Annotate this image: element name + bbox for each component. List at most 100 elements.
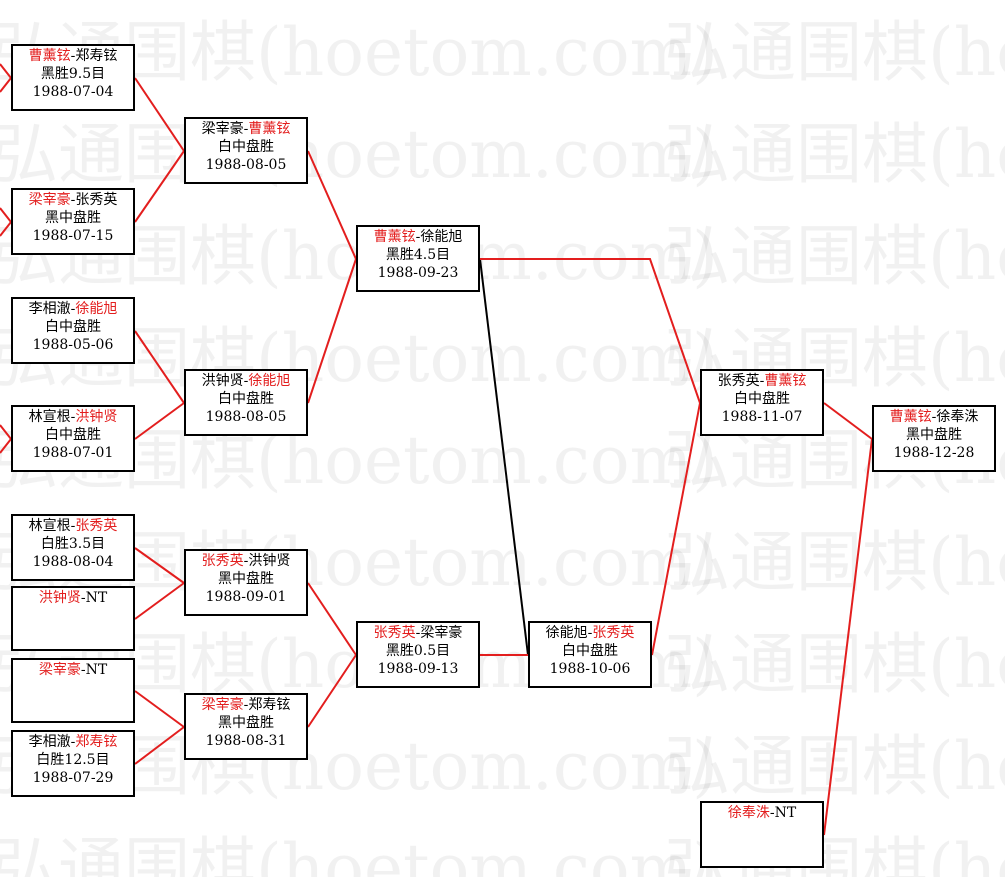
player-1: 林宣根 [28,518,71,534]
connector-r1m6-r2m3 [134,582,185,620]
player-2: 洪钟贤 [248,553,291,569]
player-1: 洪钟贤 [38,590,81,606]
match-box-r1m7: 梁宰豪-NT [11,658,135,723]
match-players: 洪钟贤-徐能旭 [201,373,291,389]
match-box-r5m2: 徐奉洙-NT [700,801,824,868]
player-2: NT [774,805,797,821]
match-date: 1988-09-23 [377,265,459,281]
match-players: 张秀英-梁宰豪 [373,625,463,641]
match-date [702,840,822,858]
player-1: 梁宰豪 [28,192,71,208]
match-result [13,607,133,625]
match-result: 白中盘胜 [734,391,790,407]
player-2: NT [85,662,108,678]
connector-r3m1-r4m1 [479,258,529,656]
player-1: 徐能旭 [545,625,588,641]
match-date [13,697,133,715]
match-players: 李相澈-郑寿铉 [28,734,118,750]
match-box-r1m3: 李相澈-徐能旭 白中盘胜 1988-05-06 [11,297,135,364]
match-date: 1988-07-01 [32,445,114,461]
match-players: 梁宰豪-曹薰铉 [201,121,291,137]
match-players: 梁宰豪-NT [38,662,108,678]
match-players: 曹薰铉-徐能旭 [373,229,463,245]
match-box-r1m6: 洪钟贤-NT [11,586,135,651]
player-1: 洪钟贤 [201,373,244,389]
match-date: 1988-07-29 [32,770,114,786]
match-box-r2m2: 洪钟贤-徐能旭 白中盘胜 1988-08-05 [184,369,308,436]
connector-edge-r1m2-2 [0,207,12,223]
match-box-r1m5: 林宣根-张秀英 白胜3.5目 1988-08-04 [11,514,135,581]
connector-edge-r1m4-4 [0,424,12,440]
match-result: 黑胜4.5目 [385,247,451,263]
connector-r1m1-r2m1 [134,77,185,152]
connector-r2m3-r3m2 [307,582,357,656]
match-date: 1988-09-13 [377,661,459,677]
player-2: 曹薰铉 [764,373,807,389]
match-box-r2m1: 梁宰豪-曹薰铉 白中盘胜 1988-08-05 [184,117,308,184]
player-2: 徐奉洙 [936,409,979,425]
match-result: 黑中盘胜 [218,715,274,731]
connector-edge-r1m4-5 [0,438,12,454]
match-date: 1988-10-06 [549,661,631,677]
player-2: 张秀英 [75,192,118,208]
match-result: 白中盘胜 [218,391,274,407]
match-result: 白中盘胜 [45,427,101,443]
connector-r1m2-r2m1 [134,150,185,223]
connector-r5m1-final [823,402,873,440]
match-result: 黑胜9.5目 [40,66,106,82]
match-players: 林宣根-洪钟贤 [28,409,118,425]
connector-r1m5-r2m3 [134,547,185,584]
match-players: 徐能旭-张秀英 [545,625,635,641]
player-1: 张秀英 [717,373,760,389]
player-2: 郑寿铉 [248,697,291,713]
player-1: 曹薰铉 [373,229,416,245]
match-result: 白胜12.5目 [36,752,110,768]
connector-r3m1-r5m1 [480,258,701,404]
connector-r2m1-r3m1 [307,150,357,260]
match-box-r1m4: 林宣根-洪钟贤 白中盘胜 1988-07-01 [11,405,135,472]
match-result: 黑中盘胜 [218,571,274,587]
match-date [13,625,133,643]
match-players: 曹薰铉-郑寿铉 [28,48,118,64]
match-date: 1988-08-04 [32,554,114,570]
player-2: 徐能旭 [420,229,463,245]
match-players: 梁宰豪-郑寿铉 [201,697,291,713]
connector-edge-r1m1-1 [0,77,12,93]
player-1: 梁宰豪 [38,662,81,678]
connector-r2m4-r3m2 [307,654,357,728]
match-box-r4m1: 徐能旭-张秀英 白中盘胜 1988-10-06 [528,621,652,688]
match-players: 梁宰豪-张秀英 [28,192,118,208]
match-players: 李相澈-徐能旭 [28,301,118,317]
match-date: 1988-08-05 [205,409,287,425]
match-box-r3m2: 张秀英-梁宰豪 黑胜0.5目 1988-09-13 [356,621,480,688]
match-box-r1m2: 梁宰豪-张秀英 黑中盘胜 1988-07-15 [11,188,135,255]
connector-r2m2-r3m1 [307,258,357,404]
player-1: 李相澈 [28,301,71,317]
player-2: 洪钟贤 [75,409,118,425]
match-result: 白中盘胜 [562,643,618,659]
match-players: 张秀英-洪钟贤 [201,553,291,569]
match-result [702,822,822,840]
match-box-r5m1: 张秀英-曹薰铉 白中盘胜 1988-11-07 [700,369,824,436]
match-box-r2m4: 梁宰豪-郑寿铉 黑中盘胜 1988-08-31 [184,693,308,760]
match-players: 曹薰铉-徐奉洙 [889,409,979,425]
match-box-r3m1: 曹薰铉-徐能旭 黑胜4.5目 1988-09-23 [356,225,480,292]
player-1: 徐奉洙 [727,805,770,821]
match-result: 白胜3.5目 [40,536,106,552]
connector-edge-r1m2-3 [0,221,12,237]
player-2: 郑寿铉 [75,48,118,64]
player-2: 郑寿铉 [75,734,118,750]
match-date: 1988-05-06 [32,337,114,353]
connector-edge-r1m1-0 [0,63,12,79]
player-2: 徐能旭 [248,373,291,389]
connector-r1m8-r2m4 [134,726,185,765]
match-date: 1988-09-01 [205,589,287,605]
match-result: 黑中盘胜 [45,210,101,226]
connector-r4m1-r5m1 [651,402,701,656]
match-result: 黑中盘胜 [906,427,962,443]
match-result: 白中盘胜 [218,139,274,155]
match-box-r1m1: 曹薰铉-郑寿铉 黑胜9.5目 1988-07-04 [11,44,135,111]
match-date: 1988-07-15 [32,228,114,244]
connector-r1m7-r2m4 [134,690,185,728]
